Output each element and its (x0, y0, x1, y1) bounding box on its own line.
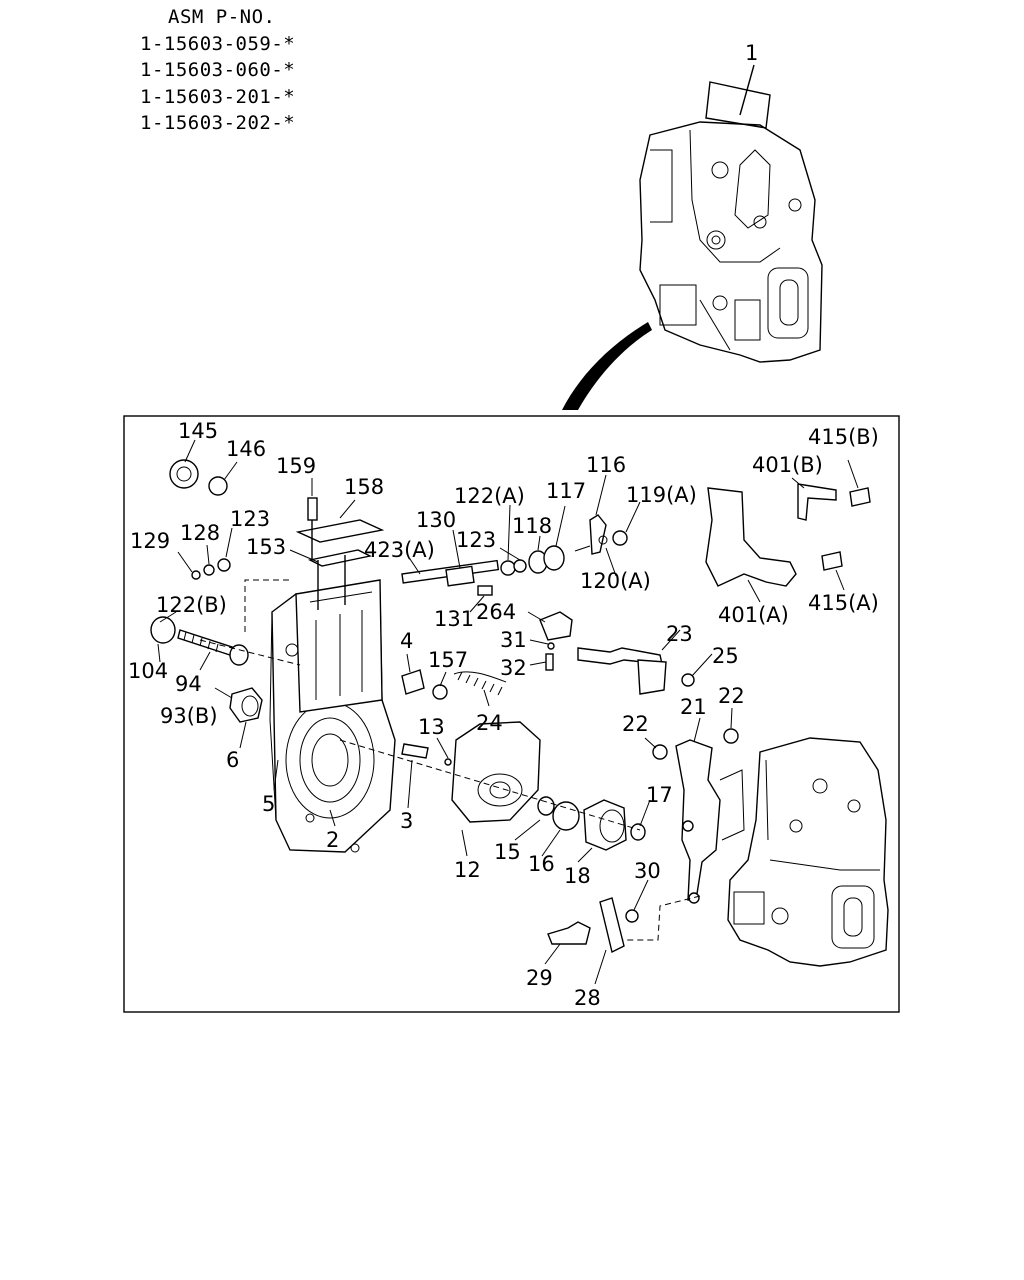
screw-32 (545, 653, 554, 671)
spring-94 (177, 629, 236, 657)
callout-129: 129 (130, 529, 170, 553)
callout-119a: 119(A) (626, 483, 697, 507)
part-number: 1-15603-059-* (140, 32, 296, 55)
washer-146 (208, 476, 228, 496)
part-6 (229, 687, 263, 723)
callout-22a: 22 (622, 712, 649, 736)
callout-18: 18 (564, 864, 591, 888)
shaft-assembly (401, 559, 500, 596)
callout-128: 128 (180, 521, 220, 545)
screw-157 (432, 684, 448, 700)
ring-17 (630, 823, 646, 841)
callout-104: 104 (128, 659, 168, 683)
callout-31: 31 (500, 628, 527, 652)
bolt-415a (821, 551, 843, 571)
governor-housing (269, 579, 396, 853)
callout-122a: 122(A) (454, 484, 525, 508)
bushing-93b (229, 644, 249, 666)
callout-116: 116 (586, 453, 626, 477)
asm-title: ASM P-NO. (168, 6, 276, 28)
callout-415a: 415(A) (808, 591, 879, 615)
callout-94: 94 (175, 672, 202, 696)
callout-1: 1 (745, 41, 758, 65)
nut-145 (169, 459, 199, 489)
clip-30 (625, 909, 639, 923)
callout-13: 13 (418, 715, 445, 739)
callout-29: 29 (526, 966, 553, 990)
callout-25: 25 (712, 644, 739, 668)
part-number: 1-15603-201-* (140, 85, 296, 108)
callout-415b: 415(B) (808, 425, 879, 449)
callout-3: 3 (400, 809, 413, 833)
callout-146: 146 (226, 437, 266, 461)
pump-body-right (719, 737, 889, 967)
washer-15 (537, 796, 555, 816)
callout-32: 32 (500, 656, 527, 680)
sleeve-18 (583, 799, 627, 851)
part-number: 1-15603-060-* (140, 59, 296, 81)
bracket-401b (797, 483, 837, 521)
callout-15: 15 (494, 840, 521, 864)
pump-assembly-top (639, 121, 823, 363)
callout-423a: 423(A) (364, 538, 435, 562)
bearing-16 (552, 801, 580, 831)
callout-17: 17 (646, 783, 673, 807)
callout-28: 28 (574, 986, 601, 1010)
washer-22b (723, 728, 739, 744)
plate-28 (599, 897, 625, 954)
callout-30: 30 (634, 859, 661, 883)
bracket-4 (401, 669, 425, 695)
callout-2: 2 (326, 828, 339, 852)
callout-4: 4 (400, 629, 413, 653)
clip-25 (681, 673, 695, 687)
washer-22a (652, 744, 668, 760)
callout-23: 23 (666, 622, 693, 646)
callout-401b: 401(B) (752, 453, 823, 477)
callout-12: 12 (454, 858, 481, 882)
callout-159: 159 (276, 454, 316, 478)
callout-22b: 22 (718, 684, 745, 708)
callout-264: 264 (476, 600, 516, 624)
spring-24 (453, 671, 507, 683)
zoom-arrow (562, 322, 652, 410)
callout-21: 21 (680, 695, 707, 719)
callout-153: 153 (246, 535, 286, 559)
callout-117: 117 (546, 479, 586, 503)
bolt-29 (547, 921, 591, 945)
callout-6: 6 (226, 748, 239, 772)
callout-123: 123 (230, 507, 270, 531)
callout-93b: 93(B) (160, 704, 218, 728)
assembly-part-number-block: ASM P-NO. 1-15603-059-* 1-15603-060-* 1-… (140, 4, 295, 137)
callout-145: 145 (178, 419, 218, 443)
part-104 (150, 616, 176, 644)
callout-24: 24 (476, 711, 503, 735)
gasket (307, 549, 373, 567)
flyweight-holder-12 (451, 721, 541, 823)
screw-3 (401, 743, 429, 759)
callout-158: 158 (344, 475, 384, 499)
callout-5: 5 (262, 792, 275, 816)
callout-16: 16 (528, 852, 555, 876)
callout-labels: 145 146 159 158 129 128 123 153 130 423(… (128, 419, 879, 1010)
callout-122b: 122(B) (156, 593, 227, 617)
part-number: 1-15603-202-* (140, 112, 296, 134)
callout-157: 157 (428, 648, 468, 672)
detail-frame (123, 415, 900, 1013)
bolt-415b (849, 487, 871, 507)
callout-131: 131 (434, 607, 474, 631)
leader-lines (157, 439, 859, 985)
callout-401a: 401(A) (718, 603, 789, 627)
screw-159 (307, 497, 318, 521)
lever-21 (675, 739, 721, 901)
callout-120a: 120(A) (580, 569, 651, 593)
callout-130: 130 (416, 508, 456, 532)
part-264 (539, 611, 573, 641)
callout-123b: 123 (456, 528, 496, 552)
callout-118: 118 (512, 514, 552, 538)
bracket-401a (705, 487, 797, 587)
